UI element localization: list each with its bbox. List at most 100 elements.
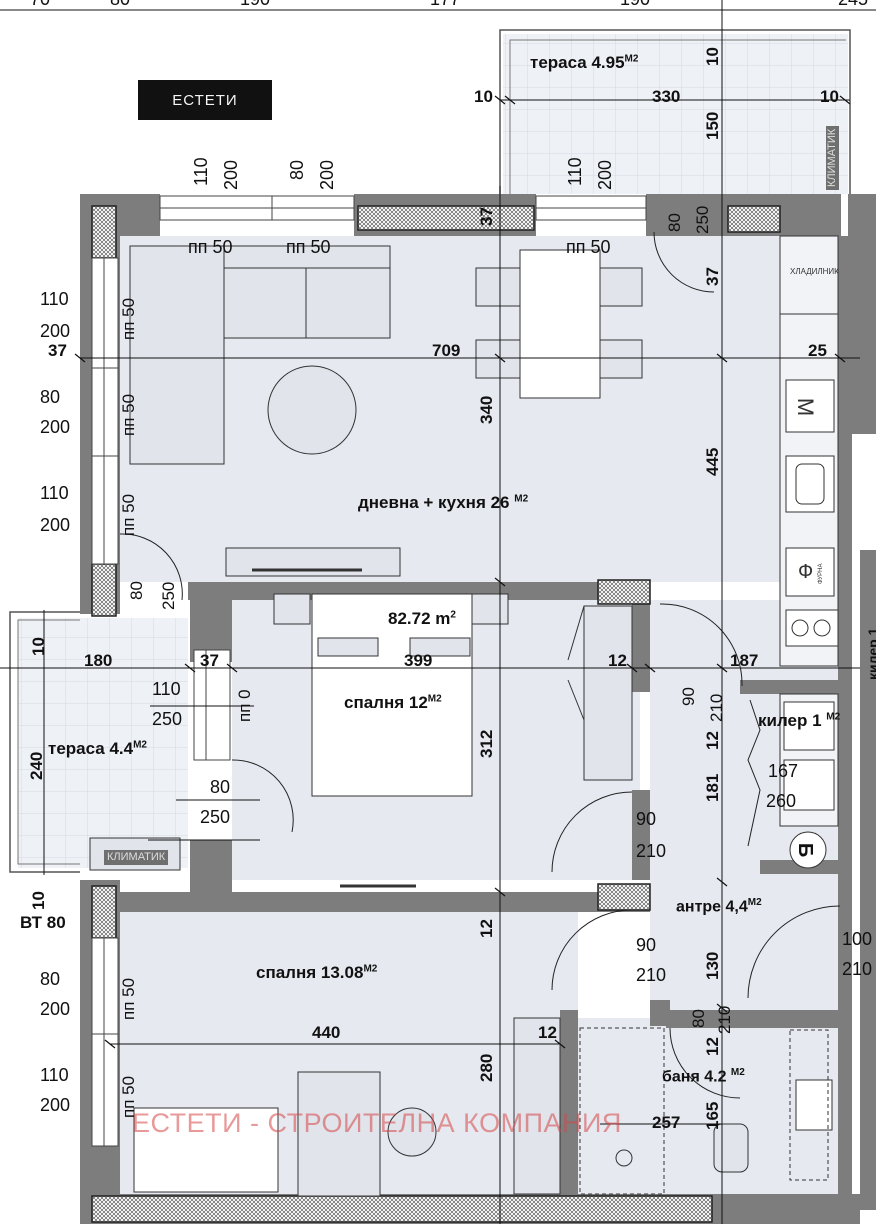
sill-pp50-v4: пп 50 [119, 977, 138, 1020]
storage-dim-167: 167 [768, 761, 799, 781]
washer-m-icon: M [793, 397, 819, 417]
bwin-height: 250 [152, 709, 183, 729]
win3-height: 200 [595, 159, 615, 190]
dim-280: 280 [477, 1053, 496, 1082]
win1-width: 110 [191, 157, 211, 186]
door-width-80: 80 [665, 213, 684, 232]
top-dim-190a: 190 [240, 0, 270, 8]
b2win1-width: 80 [40, 969, 61, 989]
dim-187: 187 [730, 651, 759, 670]
shower [579, 1027, 665, 1195]
win2-height: 200 [317, 159, 337, 190]
dim-330: 330 [652, 87, 681, 106]
room-hall: антре 4,4M2 [676, 897, 762, 916]
top-dim-70: 70 [30, 0, 50, 8]
dim-257: 257 [652, 1113, 681, 1132]
b2door-height: 210 [636, 965, 667, 985]
dim-10-bottom: 10 [29, 891, 48, 910]
ldoor-width-80: 80 [127, 581, 146, 600]
dim-180: 180 [84, 651, 113, 670]
ldoor-height-250: 250 [159, 581, 178, 610]
dim-37-right: 37 [703, 267, 722, 286]
win3-width: 110 [565, 157, 585, 186]
tdoor-width: 80 [210, 777, 231, 797]
top-dim-177: 177 [430, 0, 460, 8]
dim-150: 150 [703, 111, 722, 140]
kdoor-width: 90 [679, 687, 698, 706]
sill-pp50-a: пп 50 [188, 237, 233, 257]
sill-pp50-v2: пп 50 [119, 393, 138, 436]
cabinet [513, 1017, 561, 1195]
terrace-left-rail [9, 611, 80, 873]
boiler-b-icon: Б [794, 842, 817, 858]
dim-445: 445 [703, 447, 722, 476]
room-living-kitchen: дневна + кухня 26 M2 [358, 493, 529, 512]
dim-bt80: ВТ 80 [20, 913, 66, 932]
columns [91, 205, 781, 1223]
oven-f-icon: Ф [798, 561, 814, 583]
room-bath: баня 4.2 M2 [662, 1067, 745, 1086]
lwin3-height: 200 [40, 515, 71, 535]
total-area: 82.72 m2 [388, 609, 456, 628]
toilet [713, 1123, 749, 1173]
win1-height: 200 [221, 159, 241, 190]
lwin2-width: 80 [40, 387, 61, 407]
dim-440: 440 [312, 1023, 341, 1042]
door-height-250: 250 [693, 205, 712, 234]
bed2 [133, 1107, 279, 1193]
room-storage: килер 1 M2 [758, 711, 841, 730]
dim-37-top: 37 [477, 207, 496, 226]
oven-label: ФУРНА [818, 563, 824, 584]
win2-width: 80 [287, 159, 307, 180]
sill-pp50-v3: пп 50 [119, 493, 138, 536]
hdoor-height: 210 [842, 959, 873, 979]
ac-label-left: КЛИМАТИК [104, 850, 169, 865]
storage-dim-260: 260 [766, 791, 797, 811]
dim-165: 165 [703, 1101, 722, 1130]
dim-25: 25 [808, 341, 827, 360]
watermark: ЕСТЕТИ - СТРОИТЕЛНА КОМПАНИЯ [132, 1108, 622, 1138]
top-dim-80: 80 [110, 0, 130, 8]
dim-10-terrace: 10 [29, 637, 48, 656]
bed [311, 593, 473, 797]
bath-door-width: 80 [689, 1009, 708, 1028]
door-swings [119, 231, 841, 1099]
desk [297, 1071, 381, 1197]
chair [387, 1107, 437, 1157]
lwin1-height: 200 [40, 321, 71, 341]
b1door-width: 90 [636, 809, 657, 829]
terrace-left-floor [18, 618, 188, 868]
kitchen-counter [779, 235, 839, 667]
dim-10b: 10 [820, 87, 839, 106]
room-bedroom-1: спалня 12M2 [344, 693, 442, 712]
b2door-width: 90 [636, 935, 657, 955]
ac-label-top: КЛИМАТИК [826, 125, 839, 190]
sill-pp50-v1: пп 50 [119, 297, 138, 340]
dim-12-mid: 12 [608, 651, 627, 670]
b1door-height: 210 [636, 841, 667, 861]
wardrobe [583, 605, 633, 781]
dim-37-mid: 37 [200, 651, 219, 670]
room-terrace-left: тераса 4.4M2 [48, 739, 147, 758]
dim-10a: 10 [474, 87, 493, 106]
dim-340: 340 [477, 395, 496, 424]
lwin3-width: 110 [40, 483, 69, 503]
b2win1-height: 200 [40, 999, 71, 1019]
furniture [89, 235, 839, 1197]
terrace-top-rail [499, 29, 851, 194]
washbasin [795, 1079, 833, 1131]
lwin2-height: 200 [40, 417, 71, 437]
sill-pp50-b: пп 50 [286, 237, 331, 257]
dim-181: 181 [703, 773, 722, 802]
dining-table [519, 249, 601, 399]
kdoor-height: 210 [707, 693, 726, 722]
company-logo: ЕСТЕТИ [138, 80, 272, 120]
dim-130: 130 [703, 951, 722, 980]
coffee-table [267, 365, 357, 455]
dim-12-storage: 12 [703, 731, 722, 750]
sill-pp50-c: пп 50 [566, 237, 611, 257]
hdoor-width: 100 [842, 929, 873, 949]
terrace-top-floor [503, 34, 848, 194]
